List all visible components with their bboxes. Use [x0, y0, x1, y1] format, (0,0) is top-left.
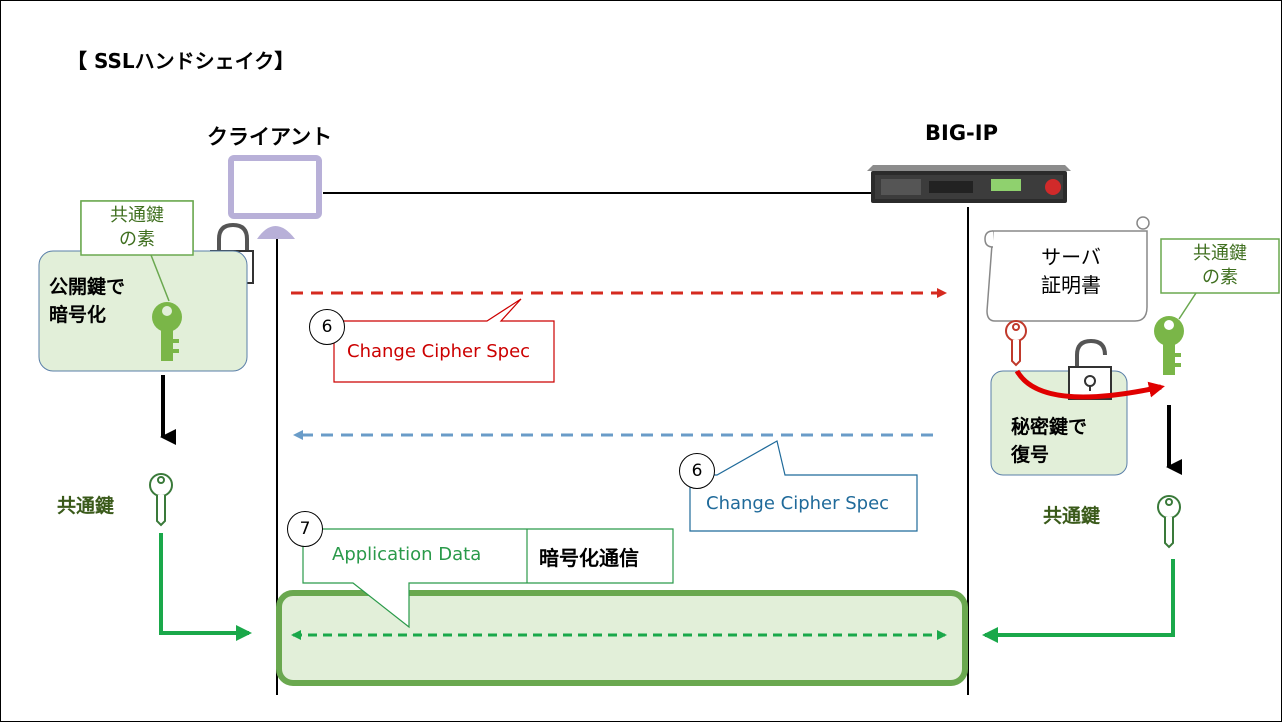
msg2-callout [689, 440, 918, 532]
msg3-tag: 暗号化通信 [539, 546, 639, 570]
server-certificate-icon [984, 216, 1150, 322]
client-box-text: 公開鍵で 暗号化 [49, 273, 125, 329]
private-key-icon [1005, 320, 1027, 367]
client-box-line2: 暗号化 [49, 304, 107, 326]
server-cert-text: サーバ 証明書 [1011, 243, 1131, 299]
client-green-key-icon [152, 302, 182, 361]
client-common-key-icon [149, 473, 173, 527]
client-box-line1: 公開鍵で [49, 276, 126, 298]
msg1-step-number: 6 [309, 309, 345, 345]
server-note-line2: の素 [1202, 267, 1238, 288]
server-unlock-icon [1068, 338, 1112, 400]
server-green-arrow [982, 559, 1175, 643]
client-note-text: 共通鍵 の素 [83, 204, 191, 252]
server-box-line2: 復号 [1011, 444, 1050, 466]
client-green-arrow [159, 533, 252, 641]
msg3-label: Application Data [332, 544, 482, 565]
server-green-key-icon [1154, 316, 1184, 375]
server-box-text: 秘密鍵で 復号 [1011, 413, 1087, 469]
diagram-title: 【 SSLハンドシェイク】 [67, 49, 295, 73]
msg3-callout [302, 528, 674, 629]
server-box-line1: 秘密鍵で [1011, 416, 1088, 438]
server-cert-line2: 証明書 [1041, 273, 1101, 297]
server-note-line1: 共通鍵 [1193, 243, 1247, 264]
big-ip-appliance-icon [867, 165, 1071, 203]
decrypt-curve-arrow [1014, 369, 1165, 400]
msg2-label: Change Cipher Spec [706, 493, 890, 514]
server-note-callout [1160, 238, 1280, 320]
client-key-label: 共通鍵 [57, 495, 115, 517]
server-common-key-icon [1157, 495, 1181, 549]
server-cert-line1: サーバ [1041, 245, 1101, 269]
msg1-callout [333, 298, 555, 383]
msg3-step-number: 7 [287, 511, 323, 547]
server-label: BIG-IP [925, 121, 998, 145]
client-monitor-icon [228, 155, 322, 239]
msg2-step-number: 6 [679, 453, 715, 489]
server-note-text: 共通鍵 の素 [1163, 242, 1277, 290]
client-note-line2: の素 [119, 229, 155, 250]
server-key-label: 共通鍵 [1043, 505, 1101, 527]
encrypted-channel-box [276, 590, 968, 686]
msg1-label: Change Cipher Spec [347, 341, 531, 362]
client-note-line1: 共通鍵 [110, 205, 164, 226]
client-label: クライアント [207, 125, 333, 149]
